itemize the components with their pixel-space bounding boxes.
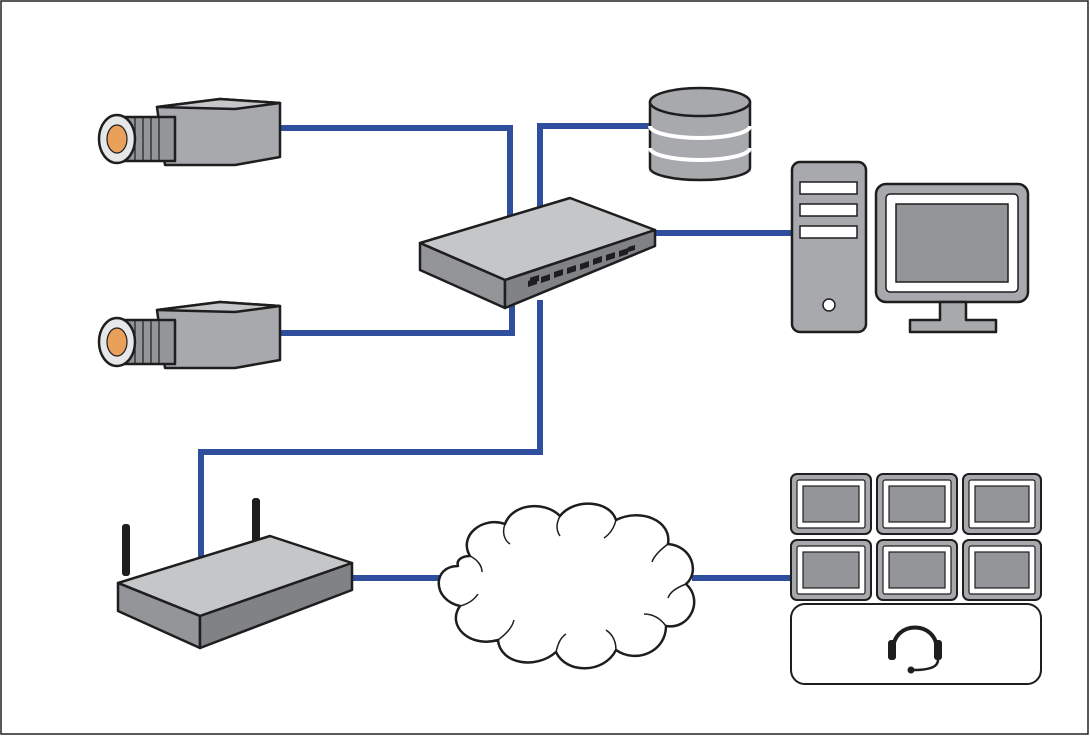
antenna-right (252, 498, 260, 548)
ip-camera-icon (97, 97, 282, 167)
cable-camera-1-to-switch (280, 125, 513, 218)
video-wall (790, 473, 1042, 601)
network-switch-icon (418, 196, 657, 310)
ip-camera-icon (97, 300, 282, 370)
camera-lens-glass (106, 124, 128, 154)
cable-camera-2-to-switch (280, 300, 515, 336)
cloud-icon (437, 502, 696, 670)
antenna-left (122, 524, 130, 576)
wireless-router-icon (116, 498, 354, 650)
headset-icon (888, 625, 942, 674)
computer-workstation-icon (790, 160, 1030, 334)
switch-port-row (528, 245, 635, 287)
operator-desk (790, 603, 1042, 685)
database-icon (648, 86, 752, 182)
cable-switch-to-router (198, 300, 543, 560)
camera-top (155, 97, 282, 111)
cable-storage-to-switch (537, 123, 650, 212)
video-wall-operator-icon (790, 473, 1042, 685)
